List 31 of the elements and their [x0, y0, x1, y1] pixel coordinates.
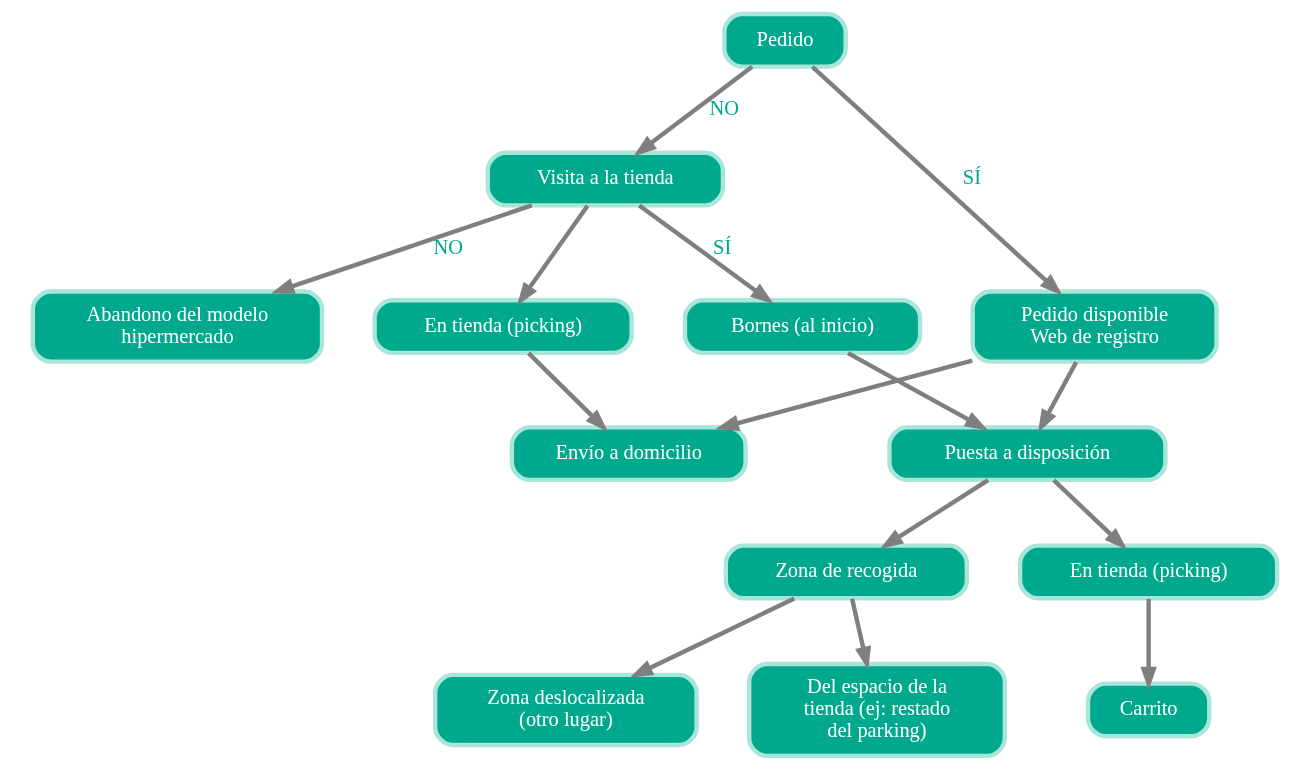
node-box: En tienda (picking) — [1017, 543, 1279, 601]
arrow — [637, 203, 774, 304]
arrow — [516, 204, 589, 306]
arrow — [810, 65, 1063, 296]
edge-label: NO — [433, 235, 463, 258]
node-box: Carrito — [1085, 681, 1211, 739]
arrow — [849, 598, 871, 670]
node-box: Abandono del modelo hipermercado — [30, 289, 324, 364]
arrow — [715, 358, 973, 431]
arrow — [879, 478, 989, 550]
node-box: Visita a la tienda — [485, 150, 725, 208]
node-box: Puesta a disposición — [886, 425, 1168, 483]
arrow — [846, 351, 988, 431]
arrow — [1037, 360, 1078, 433]
arrow — [629, 596, 795, 678]
arrow — [1051, 478, 1127, 551]
node-box: Pedido — [721, 11, 848, 69]
node-box: Zona de recogida — [723, 543, 969, 601]
edge-label: SÍ — [962, 166, 981, 189]
node-box: Envío a domicilio — [509, 425, 748, 483]
arrow — [526, 351, 608, 432]
node-box: Pedido disponible Web de registro — [969, 289, 1219, 364]
node-box: Del espacio de la tienda (ej: restado del parking) — [746, 661, 1007, 759]
node-box: Bornes (al inicio) — [682, 298, 922, 356]
edge-label: SÍ — [712, 235, 731, 258]
node-box: Zona deslocalizada (otro lugar) — [432, 672, 699, 748]
edge-label: NO — [709, 97, 739, 120]
node-box: En tienda (picking) — [371, 298, 634, 356]
arrow — [1139, 598, 1157, 691]
arrow — [270, 203, 532, 294]
arrow — [632, 64, 753, 157]
